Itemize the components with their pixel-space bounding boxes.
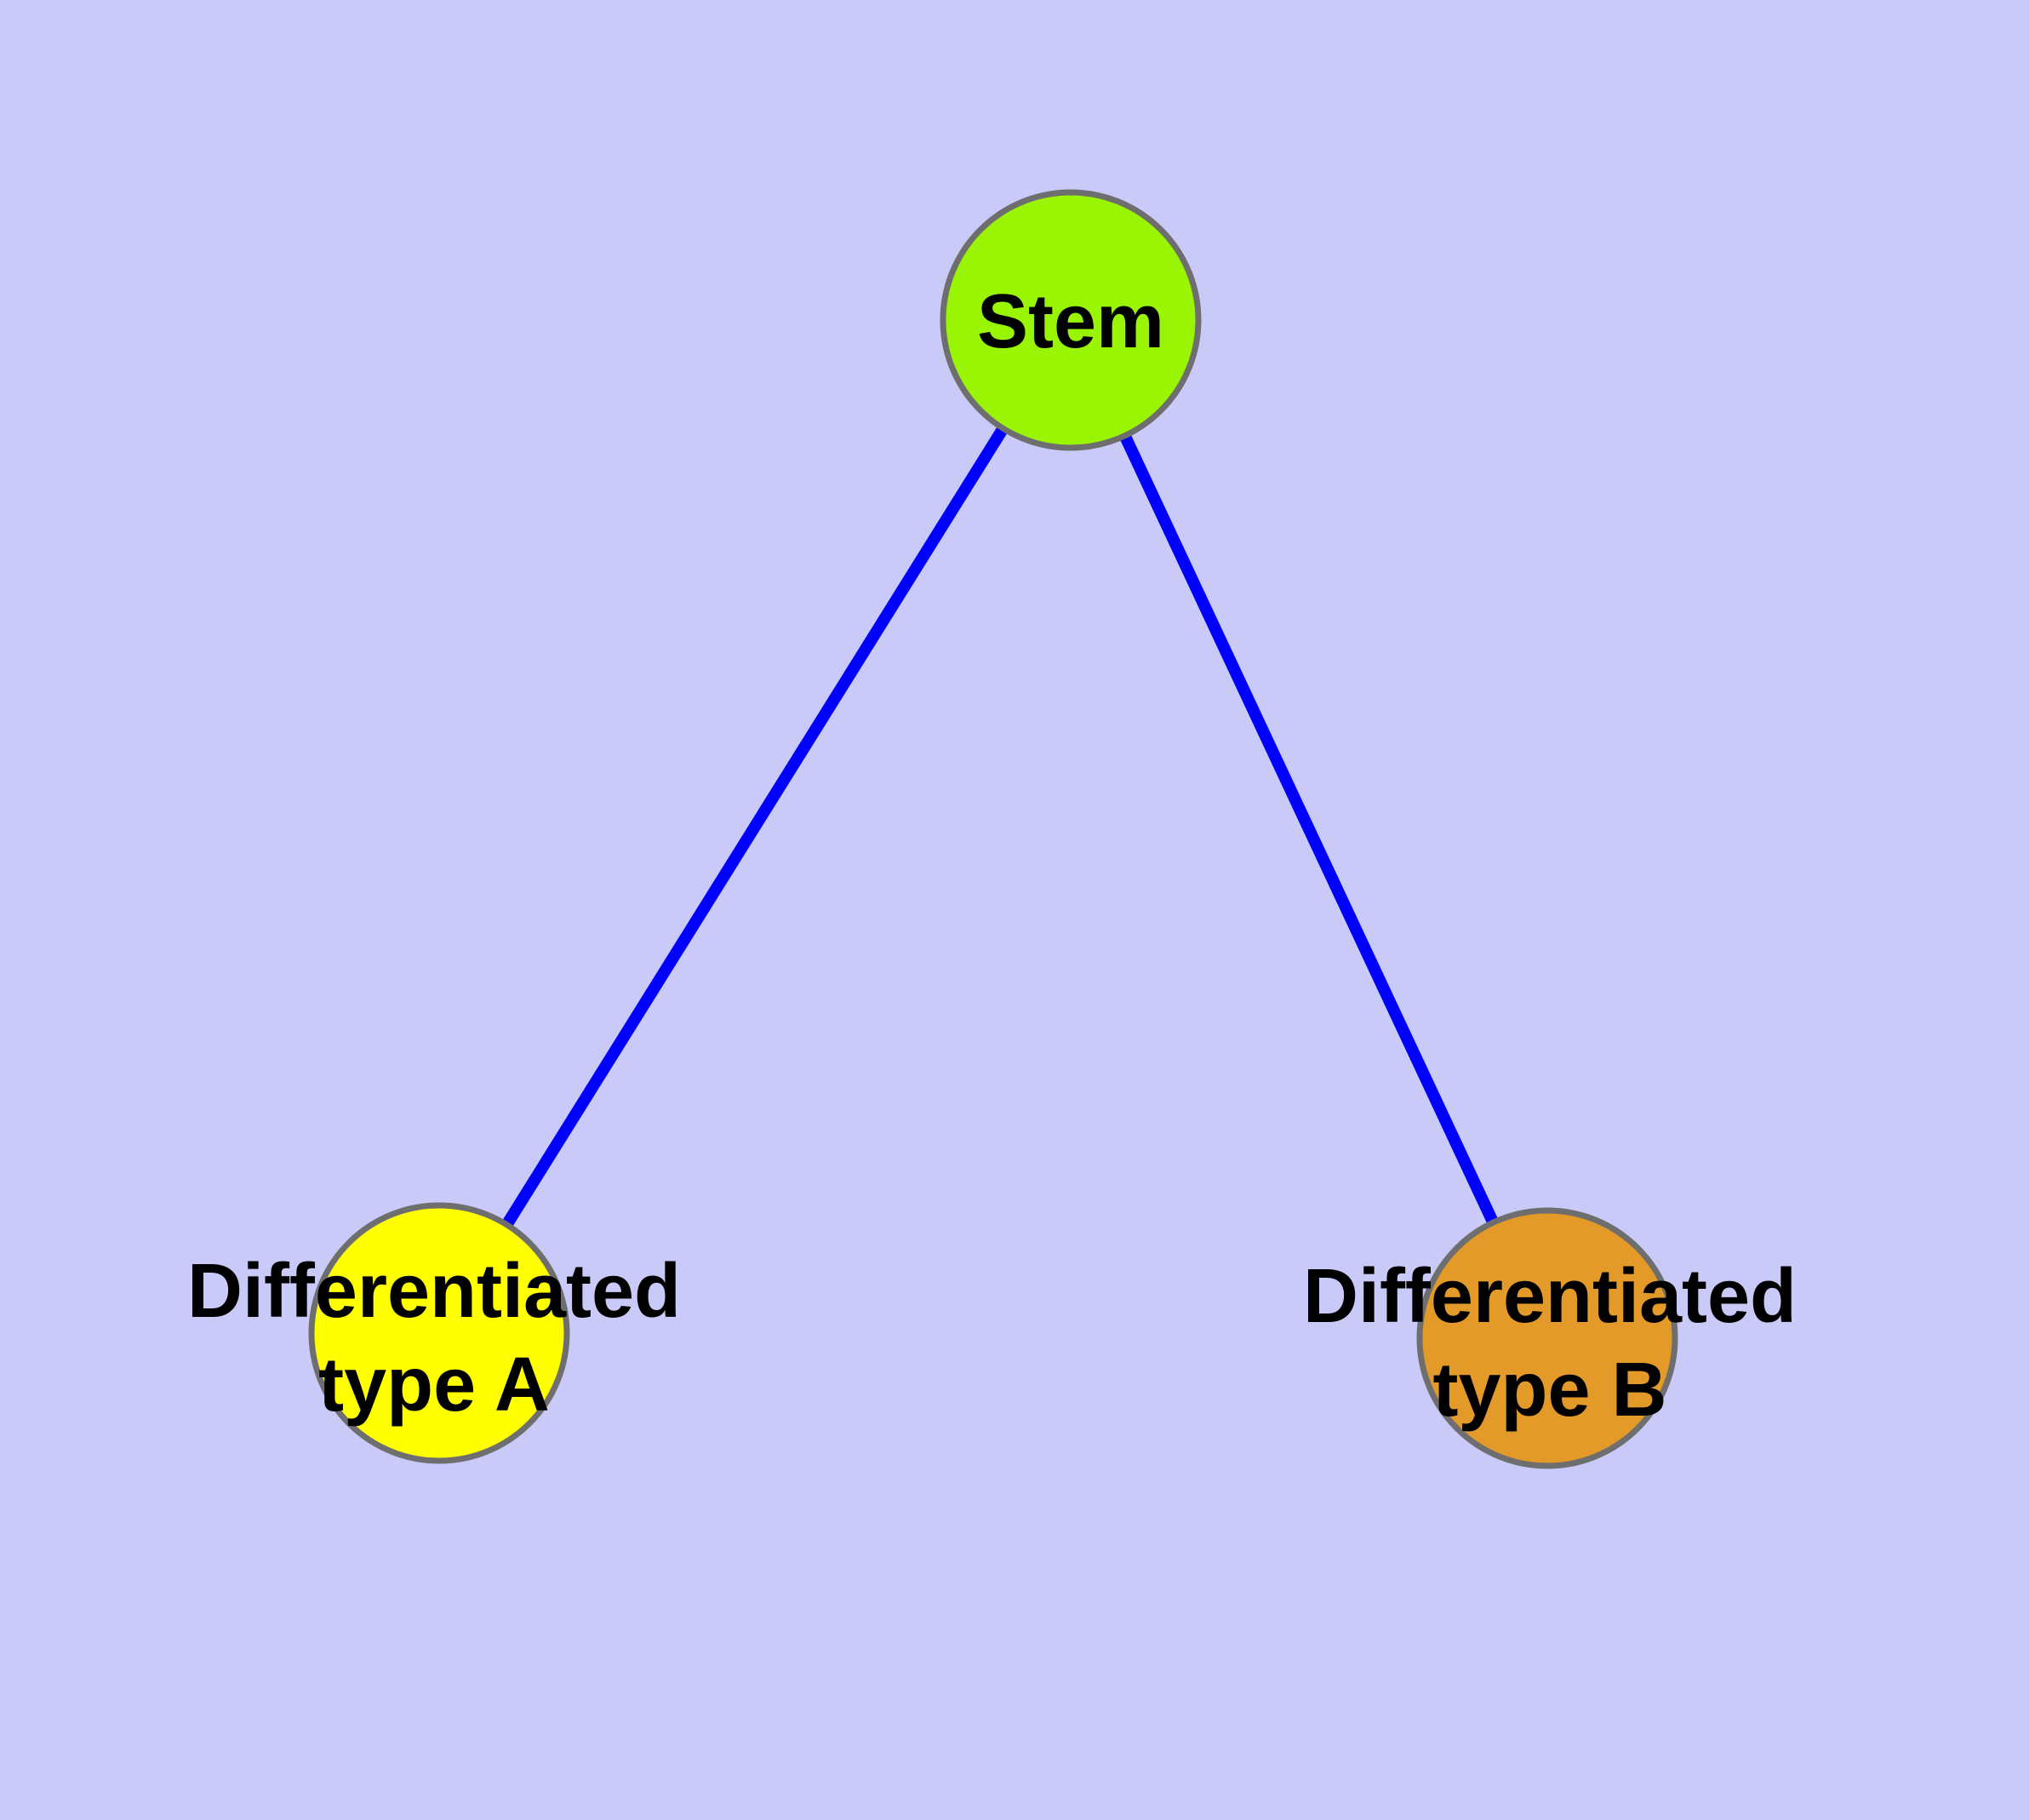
node-type-a-label-line2: type A — [318, 1342, 550, 1428]
node-stem-label: Stem — [977, 279, 1164, 364]
node-type-b-label-line1: Differentiated — [1303, 1254, 1797, 1339]
node-stem-circle — [940, 189, 1202, 451]
node-type-b-label-line2: type B — [1432, 1348, 1666, 1433]
edge-stem-to-type-a — [434, 317, 1076, 1336]
node-type-a-circle — [308, 1202, 570, 1464]
edge-stem-to-type-b — [1065, 318, 1553, 1341]
node-type-b-circle — [1416, 1207, 1678, 1469]
node-type-a-label-line1: Differentiated — [187, 1249, 681, 1334]
